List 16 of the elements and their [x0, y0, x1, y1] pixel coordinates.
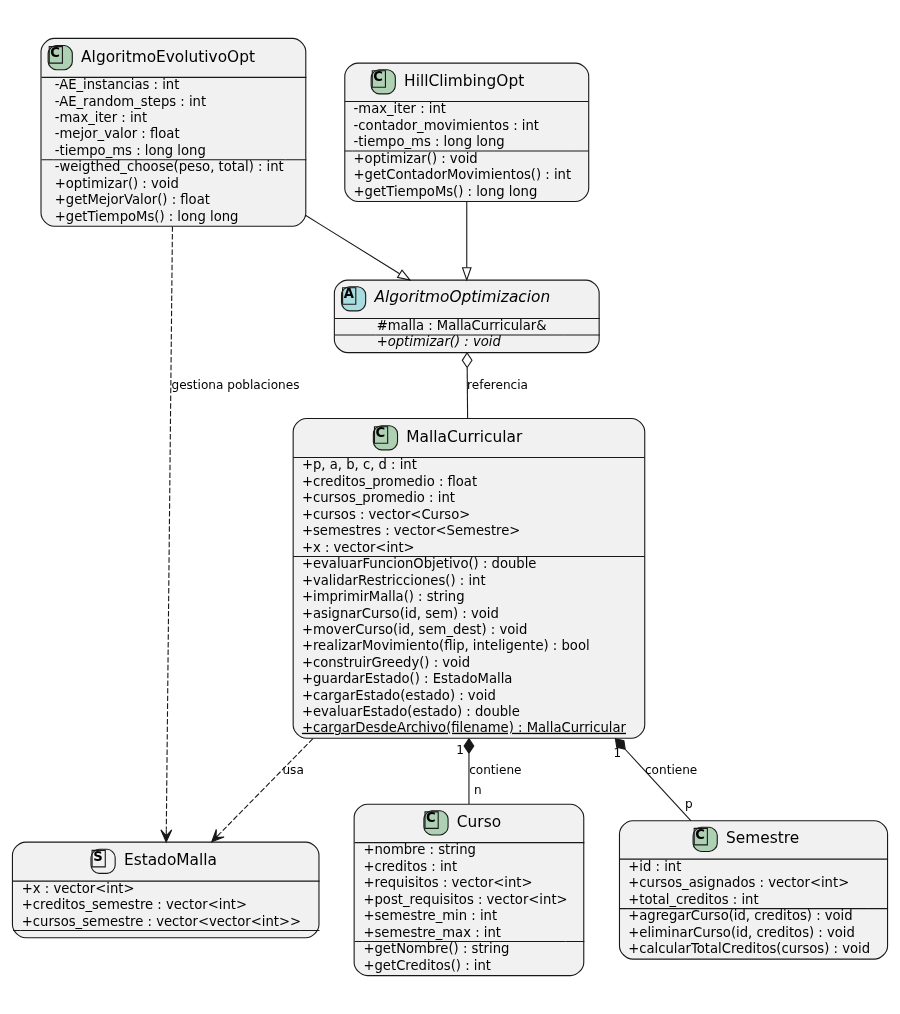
- arrow: [461, 201, 472, 282]
- arrow: [211, 738, 314, 843]
- edge-label: contiene: [644, 763, 698, 778]
- connector: [463, 737, 475, 805]
- connector: [614, 737, 692, 822]
- label: p: [684, 797, 693, 812]
- edge-label: contiene: [469, 763, 522, 778]
- label: 1: [613, 746, 622, 761]
- connector: [461, 352, 473, 419]
- label: 1: [456, 743, 464, 758]
- arrow: [305, 215, 412, 281]
- edge-label: usa: [282, 763, 304, 778]
- label: n: [473, 783, 482, 798]
- edge-label: referencia: [467, 377, 529, 392]
- edge-label: gestiona poblaciones: [171, 377, 300, 392]
- arrow: [160, 225, 173, 843]
